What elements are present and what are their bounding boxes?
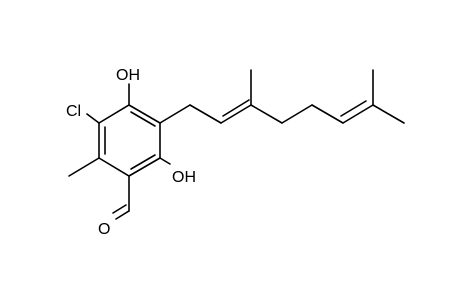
bond-chain-5	[281, 104, 313, 124]
benzene-ring	[98, 104, 161, 177]
chlorine-label: Cl	[66, 103, 81, 120]
bond-chain-7-double	[342, 104, 374, 124]
bond-chain-1	[159, 104, 191, 124]
geranyl-chain	[159, 69, 405, 124]
bond-chain-3-double-inner	[222, 99, 250, 117]
bond-to-chlorine	[86, 113, 100, 124]
bond-ring-c1-c2	[98, 104, 130, 124]
bond-to-methyl	[68, 157, 100, 177]
bond-ring-c2-c3-inner	[130, 111, 156, 127]
bond-chain-2	[189, 104, 222, 124]
bond-chain-7-double-inner	[340, 100, 367, 117]
bond-chain-6	[311, 104, 344, 124]
oh-top-label: OH	[116, 67, 140, 84]
bond-ring-c5-c6	[98, 157, 130, 177]
bond-chain-4	[250, 104, 283, 124]
oh-right-label: OH	[172, 169, 196, 186]
bond-ring-c2-c3	[128, 104, 161, 124]
oxygen-label: O	[98, 221, 110, 238]
bond-ring-c4-c5-inner	[130, 154, 156, 170]
bond-chain-terminal-methyl-right	[372, 104, 405, 124]
bond-chain-3-double	[220, 104, 252, 124]
bond-ring-c4-c5	[128, 157, 161, 177]
bond-aldehyde-double-a	[115, 210, 130, 220]
bond-aldehyde-double-b	[112, 204, 127, 214]
bond-to-oh-right	[159, 157, 171, 165]
